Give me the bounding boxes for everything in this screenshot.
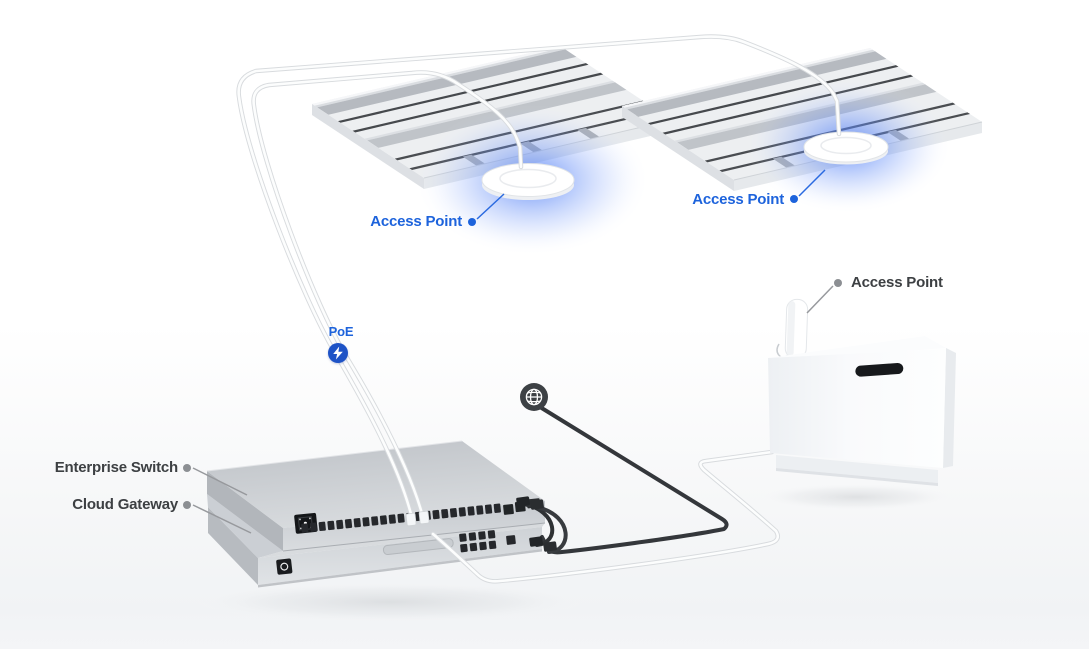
ethernet-port <box>460 543 468 553</box>
ethernet-port <box>441 508 449 519</box>
gateway-power-button <box>276 558 293 575</box>
ethernet-port <box>493 503 501 513</box>
wall-ap-antenna <box>776 298 809 361</box>
wall-ap-handle-slot <box>855 363 904 377</box>
leader-dot-ceiling-ap-2 <box>790 195 798 203</box>
gateway-wan-port <box>506 535 516 545</box>
label-ceiling-ap-2: Access Point <box>692 191 784 208</box>
ethernet-port <box>388 514 396 524</box>
leader-line-ceiling-ap-1 <box>476 193 505 220</box>
leader-line-wall-ap <box>806 285 834 314</box>
cable-switch-to-ceiling-aps <box>236 34 842 524</box>
ethernet-port <box>327 520 335 531</box>
label-leaders <box>183 169 842 534</box>
wall-ap-shadow <box>754 483 958 511</box>
leader-dot-ceiling-ap-1 <box>468 218 476 226</box>
gateway-port-block-row2 <box>460 540 497 553</box>
switch-stack-shadow <box>185 581 595 623</box>
cable-internet-to-gateway <box>538 405 729 555</box>
label-poe: PoE <box>328 324 354 339</box>
ethernet-port <box>371 516 379 526</box>
lightning-bolt-icon <box>333 346 343 360</box>
label-wall-ap: Access Point <box>851 274 943 291</box>
ethernet-port <box>432 509 440 520</box>
gateway-vent-slot <box>382 538 454 556</box>
ethernet-port <box>468 532 477 541</box>
internet-badge <box>520 383 548 411</box>
ceiling-ap-disc-1 <box>481 163 575 200</box>
leader-line-cloud-gateway <box>192 504 252 534</box>
ethernet-port <box>487 530 496 539</box>
dark-cable-connectors <box>516 496 557 552</box>
poe-badge <box>328 343 348 363</box>
leader-dot-wall-ap <box>834 279 842 287</box>
ethernet-port <box>459 533 467 542</box>
globe-icon <box>525 388 543 406</box>
cloud-gateway-device <box>207 494 545 588</box>
label-enterprise-switch: Enterprise Switch <box>54 459 179 476</box>
ethernet-port <box>336 519 344 530</box>
switch-cable-plugs <box>405 510 430 527</box>
ethernet-port <box>344 518 353 529</box>
ethernet-port <box>467 506 475 516</box>
enterprise-switch-device <box>206 440 546 552</box>
label-ceiling-ap-1: Access Point <box>370 213 462 230</box>
ethernet-port <box>309 522 318 532</box>
leader-dot-cloud-gateway <box>183 501 191 509</box>
cable-gateway-to-wall-ap <box>430 449 780 584</box>
ethernet-port <box>478 531 486 540</box>
label-cloud-gateway: Cloud Gateway <box>72 496 178 513</box>
ethernet-port <box>458 507 466 517</box>
ethernet-port <box>397 513 405 523</box>
ethernet-port <box>476 505 484 515</box>
leader-dot-enterprise-switch <box>183 464 191 472</box>
ethernet-port <box>469 542 478 552</box>
gateway-port-block-row1 <box>459 530 496 542</box>
ethernet-port <box>301 523 309 533</box>
ethernet-port <box>449 508 458 518</box>
leader-line-ceiling-ap-2 <box>798 169 826 197</box>
ethernet-port <box>479 541 487 551</box>
wall-ap-box <box>768 298 956 486</box>
ethernet-port <box>353 517 361 528</box>
leader-line-enterprise-switch <box>192 467 248 496</box>
ceiling-ap-disc-2 <box>803 131 889 165</box>
ethernet-port <box>488 540 497 550</box>
ethernet-port <box>362 517 370 527</box>
ethernet-port <box>318 521 326 532</box>
ethernet-port <box>379 515 388 525</box>
ethernet-port <box>484 504 493 514</box>
